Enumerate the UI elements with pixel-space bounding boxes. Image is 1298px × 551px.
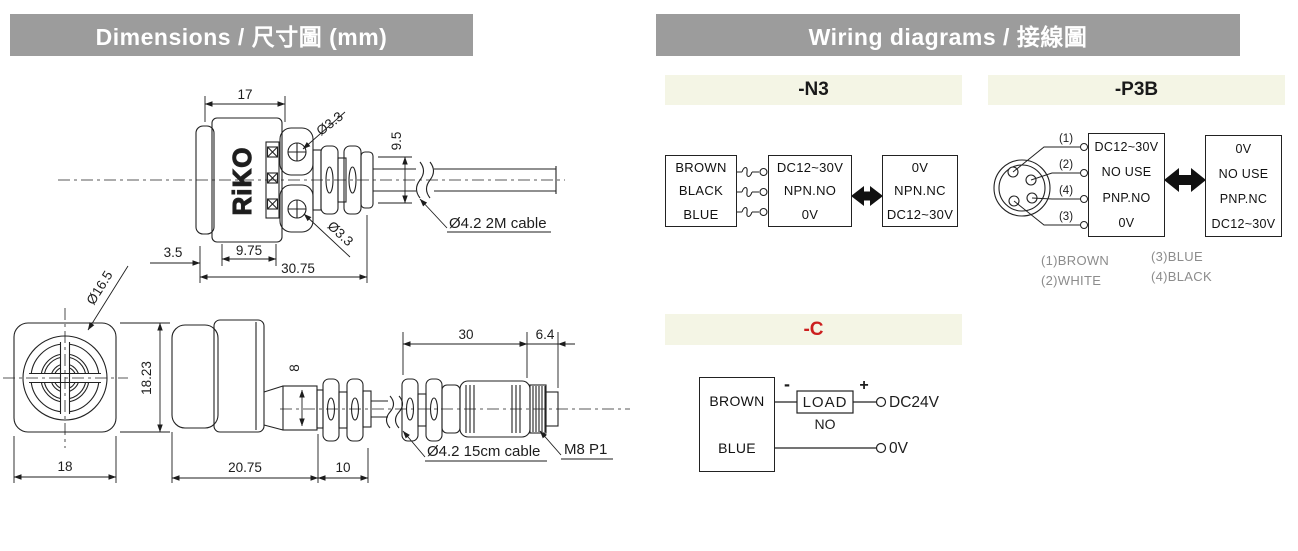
n3-title: -N3 bbox=[798, 79, 829, 100]
load-label: LOAD bbox=[803, 394, 848, 411]
n3-wire-blue: BLUE bbox=[683, 206, 719, 222]
plus-sign: + bbox=[859, 377, 868, 394]
p3b-nc-row-3: PNP.NC bbox=[1219, 191, 1268, 206]
p3b-nc-row-1: 0V bbox=[1235, 141, 1252, 156]
p3b-no-row-1: DC12~30V bbox=[1094, 139, 1159, 154]
load-box bbox=[796, 390, 854, 414]
0v-label: 0V bbox=[889, 440, 909, 457]
cable-2m bbox=[373, 161, 557, 199]
c-wire-blue: BLUE bbox=[718, 439, 756, 456]
cable-15cm bbox=[371, 395, 404, 429]
p3b-legend-col1: (1)BROWN (2)WHITE bbox=[1041, 251, 1109, 291]
wiring-header-label: Wiring diagrams / 接線圖 bbox=[808, 24, 1088, 50]
m8-view-drawing bbox=[171, 319, 630, 442]
dimensions-header-label: Dimensions / 尺寸圖 (mm) bbox=[95, 24, 388, 50]
p3b-no-row-3: PNP.NO bbox=[1102, 190, 1151, 205]
c-wire-brown: BROWN bbox=[709, 393, 765, 410]
front-view-drawing bbox=[3, 308, 128, 448]
no-label: NO bbox=[815, 416, 836, 432]
riko-logo: RiKO bbox=[227, 147, 257, 216]
c-title: -C bbox=[803, 318, 824, 340]
c-wires bbox=[775, 390, 887, 454]
pin-label-4: (4) bbox=[1059, 185, 1073, 197]
collar bbox=[282, 385, 318, 431]
m8-gland bbox=[316, 378, 372, 442]
pin-label-1: (1) bbox=[1059, 133, 1073, 145]
c-section-bar: -C bbox=[665, 314, 962, 345]
n3-nc-box: 0V NPN.NC DC12~30V bbox=[882, 155, 958, 227]
p3b-no-box: DC12~30V NO USE PNP.NO 0V bbox=[1088, 133, 1165, 237]
front-view-dimensions bbox=[13, 265, 170, 483]
legend-blue: (3)BLUE bbox=[1151, 249, 1203, 264]
p3b-nc-box: 0V NO USE PNP.NC DC12~30V bbox=[1205, 135, 1282, 237]
m8-plug bbox=[401, 378, 559, 442]
n3-nc-row-3: DC12~30V bbox=[886, 206, 954, 222]
wiring-header: Wiring diagrams / 接線圖 bbox=[656, 14, 1240, 56]
dim-hole-top-label: Ø3.3 bbox=[314, 109, 346, 139]
cable-2m-label: Ø4.2 2M cable bbox=[449, 215, 547, 232]
p3b-wires bbox=[1012, 143, 1088, 229]
n3-no-row-1: DC12~30V bbox=[776, 160, 844, 176]
n3-wire-brown: BROWN bbox=[675, 160, 727, 176]
legend-black: (4)BLACK bbox=[1151, 269, 1212, 284]
dim-lens-dia-label: Ø16.5 bbox=[83, 268, 115, 307]
dim-18-label: 18 bbox=[57, 459, 72, 474]
p3b-section-bar: -P3B bbox=[988, 75, 1285, 105]
p3b-no-row-2: NO USE bbox=[1101, 165, 1152, 180]
minus-sign: - bbox=[784, 374, 790, 394]
dim-30-75-label: 30.75 bbox=[281, 261, 315, 276]
dim-9-75-label: 9.75 bbox=[236, 243, 262, 258]
cable-gland bbox=[312, 145, 374, 215]
dim-20-75-label: 20.75 bbox=[228, 460, 262, 475]
n3-no-box: DC12~30V NPN.NO 0V bbox=[768, 155, 852, 227]
p3b-swap-arrow bbox=[1164, 168, 1206, 192]
c-wire-color-box: BROWN BLUE bbox=[699, 377, 775, 472]
n3-wires bbox=[737, 166, 768, 218]
p3b-nc-row-4: DC12~30V bbox=[1211, 216, 1276, 231]
dim-6-4-label: 6.4 bbox=[536, 327, 555, 342]
pin-label-3: (3) bbox=[1059, 211, 1073, 223]
p3b-title: -P3B bbox=[1114, 79, 1159, 100]
n3-nc-row-2: NPN.NC bbox=[894, 183, 946, 199]
n3-swap-arrow bbox=[851, 186, 883, 206]
n3-no-row-2: NPN.NO bbox=[783, 183, 837, 199]
dim-hole-bottom-label: Ø3.3 bbox=[325, 218, 357, 249]
n3-no-row-3: 0V bbox=[801, 206, 819, 222]
dim-18-23-label: 18.23 bbox=[139, 361, 154, 395]
p3b-no-row-4: 0V bbox=[1118, 216, 1135, 231]
side-view-drawing bbox=[58, 117, 565, 243]
dim-17-label: 17 bbox=[237, 87, 252, 102]
terminal-squares bbox=[266, 146, 279, 210]
dim-10-label: 10 bbox=[335, 460, 350, 475]
p3b-legend-col2: (3)BLUE (4)BLACK bbox=[1151, 247, 1212, 287]
dim-8-label: 8 bbox=[287, 364, 302, 372]
dim-30-label: 30 bbox=[458, 327, 473, 342]
n3-section-bar: -N3 bbox=[665, 75, 962, 105]
n3-wire-color-box: BROWN BLACK BLUE bbox=[665, 155, 737, 227]
legend-brown: (1)BROWN bbox=[1041, 253, 1110, 268]
cable-15cm-label: Ø4.2 15cm cable bbox=[427, 443, 540, 460]
dim-9-5-label: 9.5 bbox=[389, 132, 404, 151]
dc24v-label: DC24V bbox=[889, 394, 940, 411]
dim-3-5-label: 3.5 bbox=[164, 245, 183, 260]
n3-nc-row-1: 0V bbox=[911, 160, 929, 176]
p3b-nc-row-2: NO USE bbox=[1218, 166, 1269, 181]
pin-label-2: (2) bbox=[1059, 159, 1073, 171]
dimensions-header: Dimensions / 尺寸圖 (mm) bbox=[10, 14, 473, 56]
side-view-dimensions bbox=[150, 96, 551, 283]
n3-wire-black: BLACK bbox=[678, 183, 724, 199]
legend-white: (2)WHITE bbox=[1041, 273, 1102, 288]
m8-p1-label: M8 P1 bbox=[564, 441, 607, 458]
m8-view-dimensions bbox=[171, 332, 613, 483]
